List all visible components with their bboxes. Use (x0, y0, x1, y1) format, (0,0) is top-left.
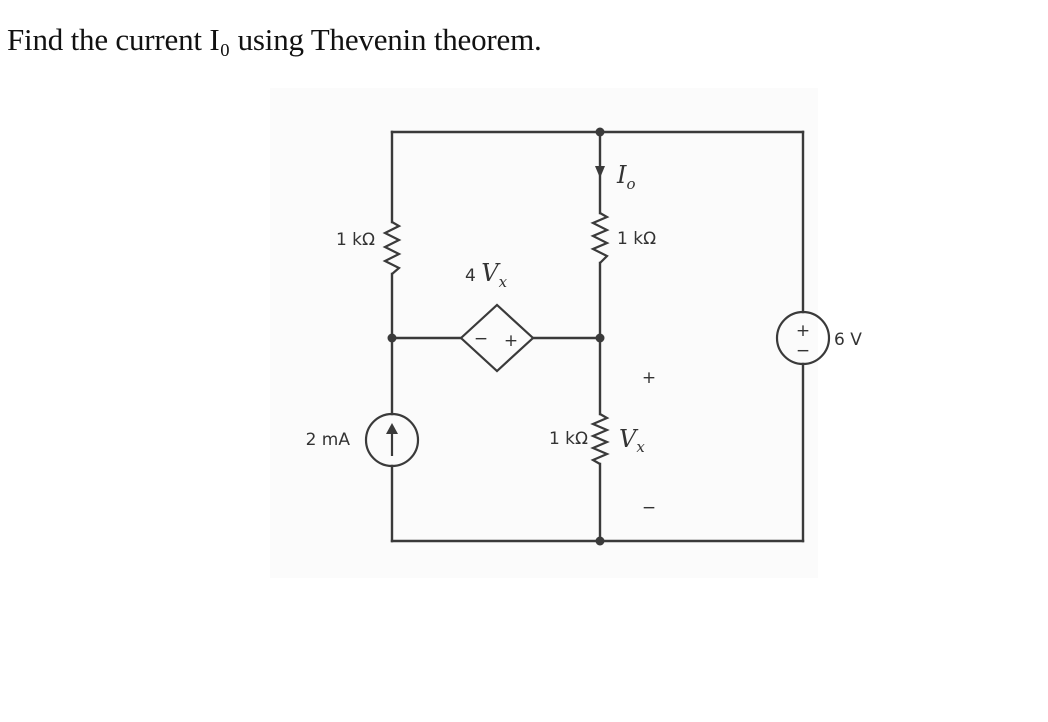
junction-dot (595, 127, 605, 137)
resistor-bottom-middle (590, 413, 610, 465)
junction-dot (595, 333, 605, 343)
current-label-io: Io (616, 161, 636, 193)
voltage-source-plus: + (796, 321, 810, 341)
junction-dot (387, 333, 397, 343)
dependent-source-label: 4 Vx (465, 259, 508, 291)
current-arrow-io (595, 166, 605, 178)
junction-dot (595, 536, 605, 546)
resistor-left (382, 221, 402, 275)
current-source-arrow-icon (386, 423, 398, 434)
vx-plus-sign: + (642, 368, 656, 388)
dependent-source-diamond (459, 303, 535, 373)
dependent-source-minus: − (474, 329, 488, 349)
vx-label: Vx (619, 425, 645, 456)
current-source-label: 2 mA (306, 430, 351, 450)
resistor-left-label: 1 kΩ (336, 230, 375, 250)
vx-minus-sign: − (642, 498, 656, 518)
voltage-source-label: 6 V (834, 330, 862, 350)
question-text: Find the current I₀ using Thevenin theor… (7, 22, 542, 57)
voltage-source-circle (775, 310, 831, 366)
resistor-top-middle (590, 212, 610, 264)
junctions (387, 127, 605, 546)
current-source-circle (364, 412, 420, 468)
circuit-diagram-panel (270, 88, 818, 578)
dependent-source-plus: + (504, 331, 518, 351)
resistor-bottom-middle-label: 1 kΩ (549, 429, 588, 449)
resistor-top-middle-label: 1 kΩ (617, 229, 656, 249)
voltage-source-minus: − (796, 341, 810, 361)
